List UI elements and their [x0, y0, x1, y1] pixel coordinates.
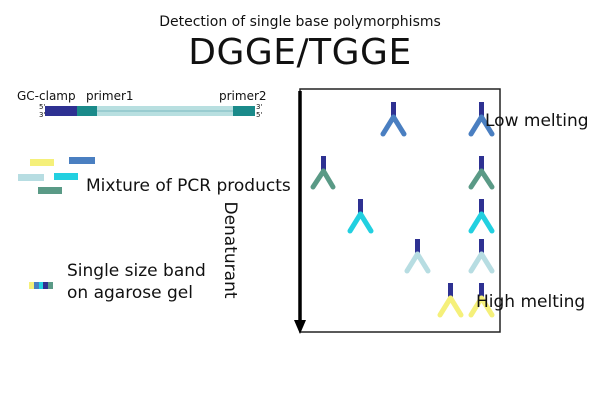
left-bottom-end-label: 3' [39, 111, 46, 119]
band-blue-lane2 [468, 102, 495, 137]
band-lightblue-lane2 [468, 239, 495, 274]
band-blue-lane1 [380, 102, 407, 137]
single-size-band [29, 282, 53, 289]
pcr-product-green [38, 187, 62, 194]
pcr-product-cyan [54, 173, 78, 180]
band-yellow-lane2 [468, 283, 495, 318]
denaturant-arrow-icon [294, 91, 306, 334]
gc-clamp-segment [45, 106, 77, 116]
band-stripe-cyan [39, 282, 43, 289]
right-top-end-label: 3' [256, 103, 263, 111]
primer2-segment [233, 106, 255, 116]
pcr-product-yellow [30, 159, 54, 166]
right-bottom-end-label: 5' [256, 111, 263, 119]
band-lightblue-lane1 [404, 239, 431, 274]
high-melting-label: High melting [476, 292, 586, 312]
band-yellow-lane1 [437, 283, 464, 318]
left-top-end-label: 5' [39, 103, 46, 111]
amplicon-schematic [45, 106, 255, 116]
primer1-segment [77, 106, 97, 116]
single-band-label: Single size band on agarose gel [67, 260, 206, 304]
arrow-head [294, 320, 306, 334]
primer1-label: primer1 [86, 89, 134, 103]
band-cyan-lane1 [347, 199, 374, 234]
band-stripe-darkblue [43, 282, 48, 289]
band-stripe-yellow [29, 282, 34, 289]
primer2-label: primer2 [219, 89, 267, 103]
page-title: DGGE/TGGE [188, 32, 412, 73]
band-cyan-lane2 [468, 199, 495, 234]
band-stripe-green [48, 282, 53, 289]
low-melting-label: Low melting [485, 111, 589, 131]
subtitle: Detection of single base polymorphisms [159, 14, 441, 30]
mixture-label: Mixture of PCR products [86, 176, 291, 196]
gc-clamp-label: GC-clamp [17, 89, 76, 103]
single-band-label-line1: Single size band [67, 261, 206, 281]
denaturant-axis-label: Denaturant [220, 201, 240, 299]
single-band-label-line2: on agarose gel [67, 283, 193, 303]
band-green-lane2 [468, 156, 495, 190]
pcr-product-lightblue [18, 174, 44, 181]
band-stripe-blue [34, 282, 39, 289]
mixture-of-pcr-products [18, 157, 95, 194]
band-green-lane1 [310, 156, 336, 190]
melted-dna-fork-icon [310, 102, 495, 318]
pcr-product-blue [69, 157, 95, 164]
